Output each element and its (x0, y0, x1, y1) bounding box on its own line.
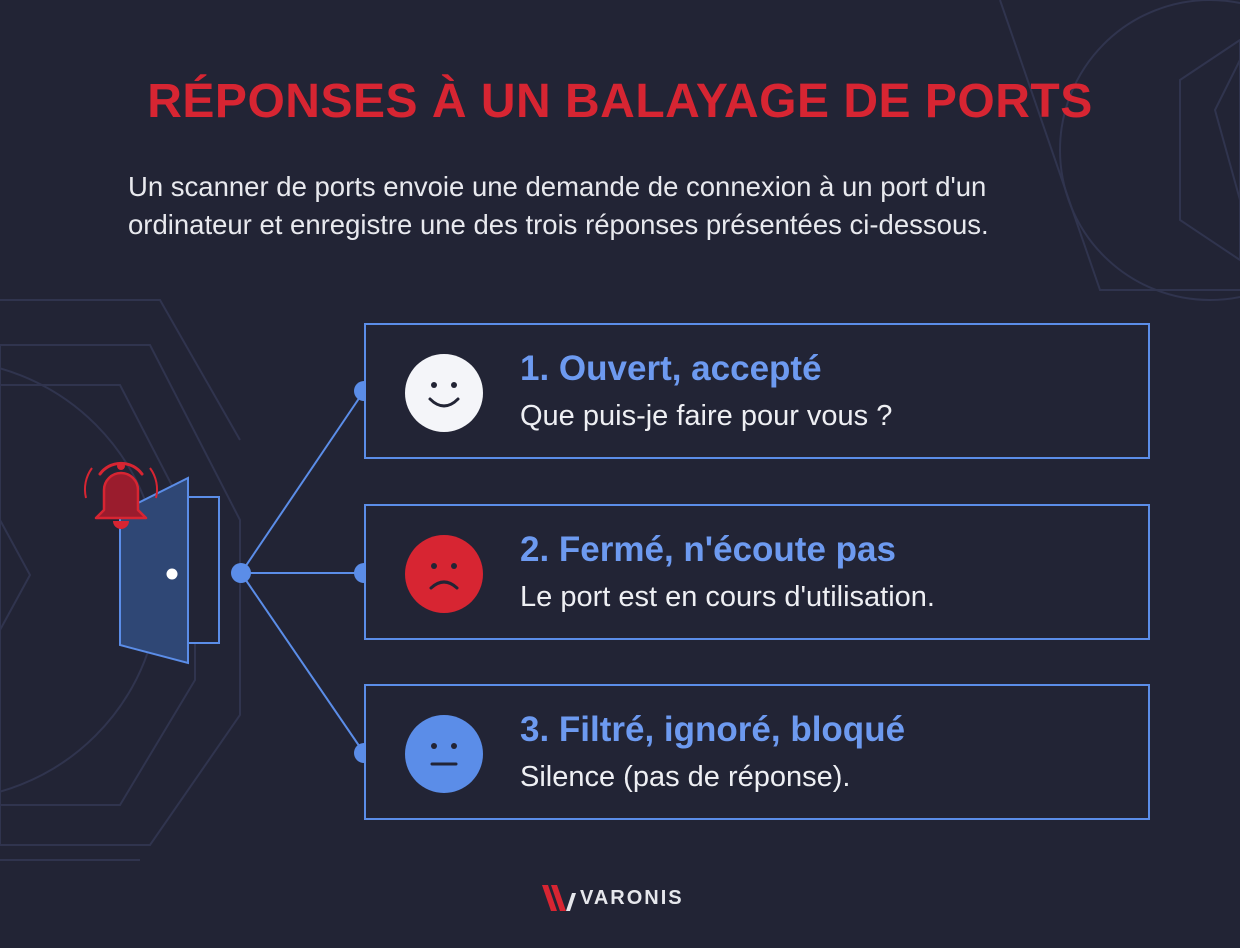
response-description: Le port est en cours d'utilisation. (520, 581, 935, 613)
bg-hex-left (0, 344, 241, 846)
bg-hex-top-right (1179, 38, 1240, 262)
brand-name: VARONIS (580, 887, 684, 909)
bg-circle-top-right (1059, 0, 1240, 301)
frowning-face-icon (405, 535, 483, 613)
door-icon (119, 476, 220, 665)
intro-line-1: Un scanner de ports envoie une demande d… (128, 171, 987, 202)
bell-alarm-icon (83, 461, 159, 529)
connector-line-1 (240, 390, 365, 574)
varonis-logo: VARONIS (540, 882, 684, 914)
connector-line-3 (240, 572, 365, 754)
page-title: RÉPONSES À UN BALAYAGE DE PORTS (147, 75, 1093, 128)
neutral-face-icon (405, 715, 483, 793)
response-title: 2. Fermé, n'écoute pas (520, 530, 896, 569)
source-node (231, 563, 251, 583)
intro-line-2: ordinateur et enregistre une des trois r… (128, 209, 989, 240)
intro-text: Un scanner de ports envoie une demande d… (128, 168, 1128, 244)
response-title: 1. Ouvert, accepté (520, 349, 822, 388)
response-description: Silence (pas de réponse). (520, 761, 851, 793)
varonis-logo-icon (542, 885, 576, 911)
response-description: Que puis-je faire pour vous ? (520, 400, 893, 432)
response-card-open: 1. Ouvert, accepté Que puis-je faire pou… (364, 323, 1150, 459)
bg-line-top-right (999, 0, 1240, 291)
smiling-face-icon (405, 354, 483, 432)
response-title: 3. Filtré, ignoré, bloqué (520, 710, 906, 749)
response-card-filtered: 3. Filtré, ignoré, bloqué Silence (pas d… (364, 684, 1150, 820)
response-card-closed: 2. Fermé, n'écoute pas Le port est en co… (364, 504, 1150, 640)
